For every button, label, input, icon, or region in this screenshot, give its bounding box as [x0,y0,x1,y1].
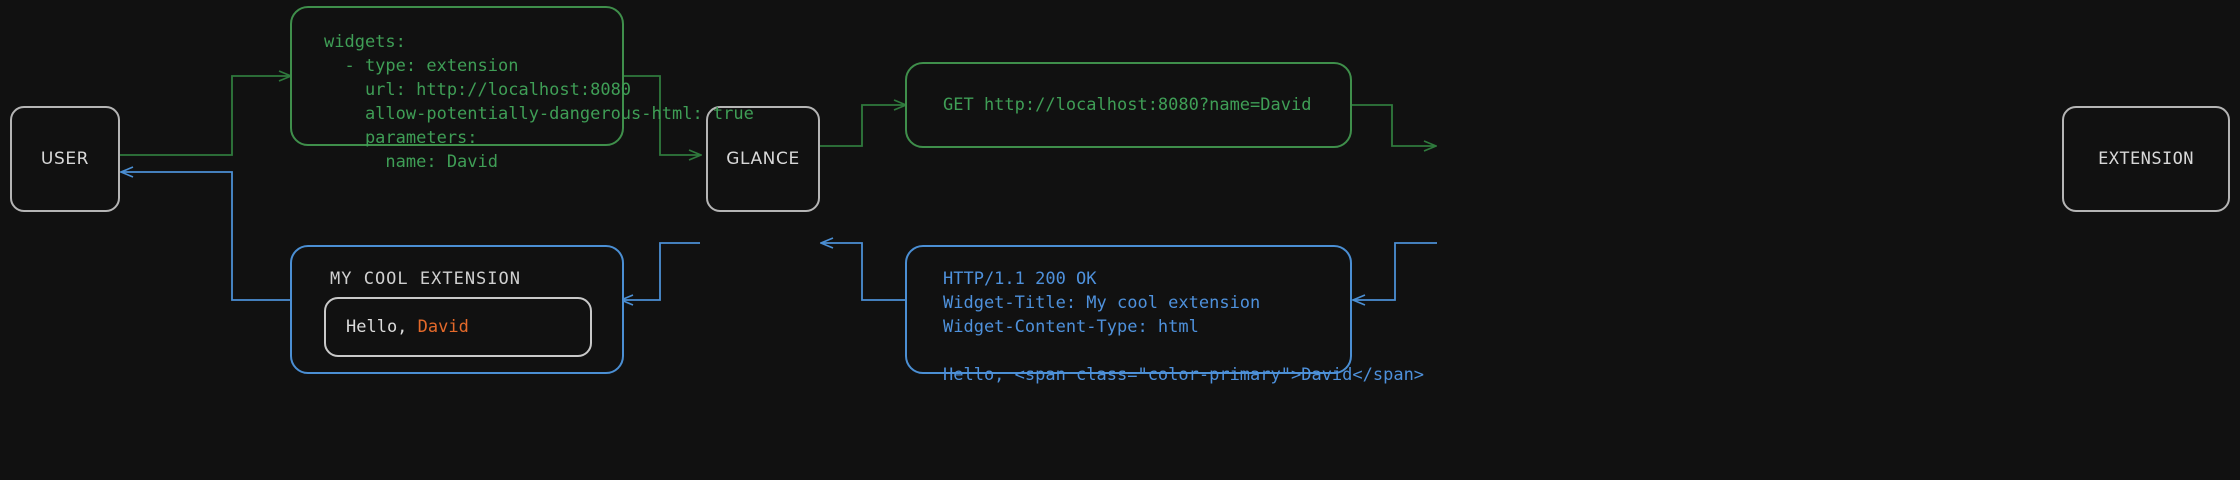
node-user[interactable]: USER [10,106,120,212]
rendered-widget-title: MY COOL EXTENSION [330,269,521,289]
edge-get-to-extension [1352,104,1435,146]
rendered-widget-greeting: Hello, [346,317,418,337]
message-http-response[interactable]: HTTP/1.1 200 OK Widget-Title: My cool ex… [905,245,1424,385]
edge-widget-to-user [122,172,290,301]
node-extension-label: EXTENSION [2098,149,2194,169]
rendered-widget-name: David [417,317,469,337]
edge-glance-to-widget [622,242,700,300]
edge-response-to-glance [822,243,905,301]
http-response-text: HTTP/1.1 200 OK Widget-Title: My cool ex… [943,269,1425,385]
config-yaml-text: widgets: - type: extension url: http://l… [324,32,754,172]
node-user-label: USER [40,149,90,169]
edge-glance-to-get [820,105,905,147]
message-http-get[interactable]: GET http://localhost:8080?name=David [905,62,1352,148]
node-glance-label: GLANCE [726,149,800,169]
message-config-yaml[interactable]: widgets: - type: extension url: http://l… [290,6,754,172]
message-rendered-widget[interactable]: MY COOL EXTENSION Hello, David [290,245,624,374]
http-get-text: GET http://localhost:8080?name=David [943,95,1312,115]
edge-user-to-config [120,76,290,156]
edge-extension-to-response [1354,242,1437,300]
node-extension[interactable]: EXTENSION [2062,106,2230,212]
rendered-widget-card: Hello, David [324,297,592,357]
node-glance[interactable]: GLANCE [706,106,820,212]
